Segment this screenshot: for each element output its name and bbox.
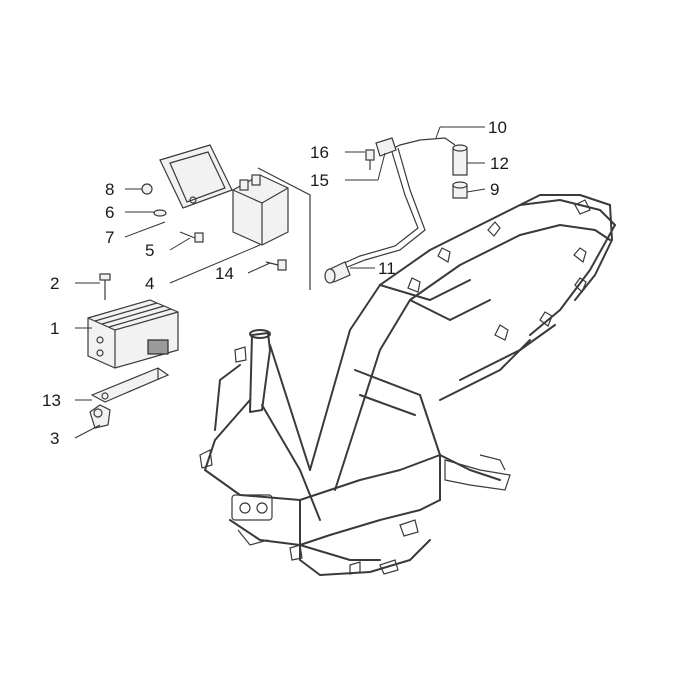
callout-11: 11	[378, 259, 396, 278]
callout-12: 12	[490, 154, 509, 173]
scooter-frame	[199, 194, 616, 576]
callout-7: 7	[105, 228, 114, 247]
screw-16-part	[365, 149, 375, 170]
callout-1: 1	[50, 319, 59, 338]
callout-6: 6	[105, 203, 114, 222]
ht-cable-part	[341, 137, 456, 269]
screw-14-part	[265, 259, 287, 271]
callout-14: 14	[215, 264, 234, 283]
cdi-unit-part	[232, 174, 289, 246]
leader-lines	[74, 126, 486, 439]
callout-15: 15	[310, 171, 329, 190]
callout-10: 10	[488, 118, 507, 137]
cdi-bracket-part	[159, 144, 233, 209]
callout-2: 2	[50, 274, 59, 293]
washer-6-part	[153, 209, 167, 217]
callout-13: 13	[42, 391, 61, 410]
callout-4: 4	[145, 274, 154, 293]
callout-3: 3	[50, 429, 59, 448]
callout-8: 8	[105, 180, 114, 199]
callout-16: 16	[310, 143, 329, 162]
cable-clip-15-part	[375, 137, 397, 157]
spark-plug-cap-12-part	[452, 144, 468, 176]
voltage-regulator-part	[87, 299, 179, 369]
nut-8-part	[141, 183, 153, 195]
callout-9: 9	[490, 180, 499, 199]
regulator-bracket-part	[90, 367, 170, 403]
cap-9-part	[452, 181, 468, 199]
callout-5: 5	[145, 241, 154, 260]
explode-guide-line	[257, 167, 311, 290]
regulator-screw-part	[99, 273, 111, 300]
screw-5-part	[179, 231, 204, 243]
cable-clamp-part	[89, 404, 111, 429]
cable-connector-11-part	[324, 261, 351, 284]
